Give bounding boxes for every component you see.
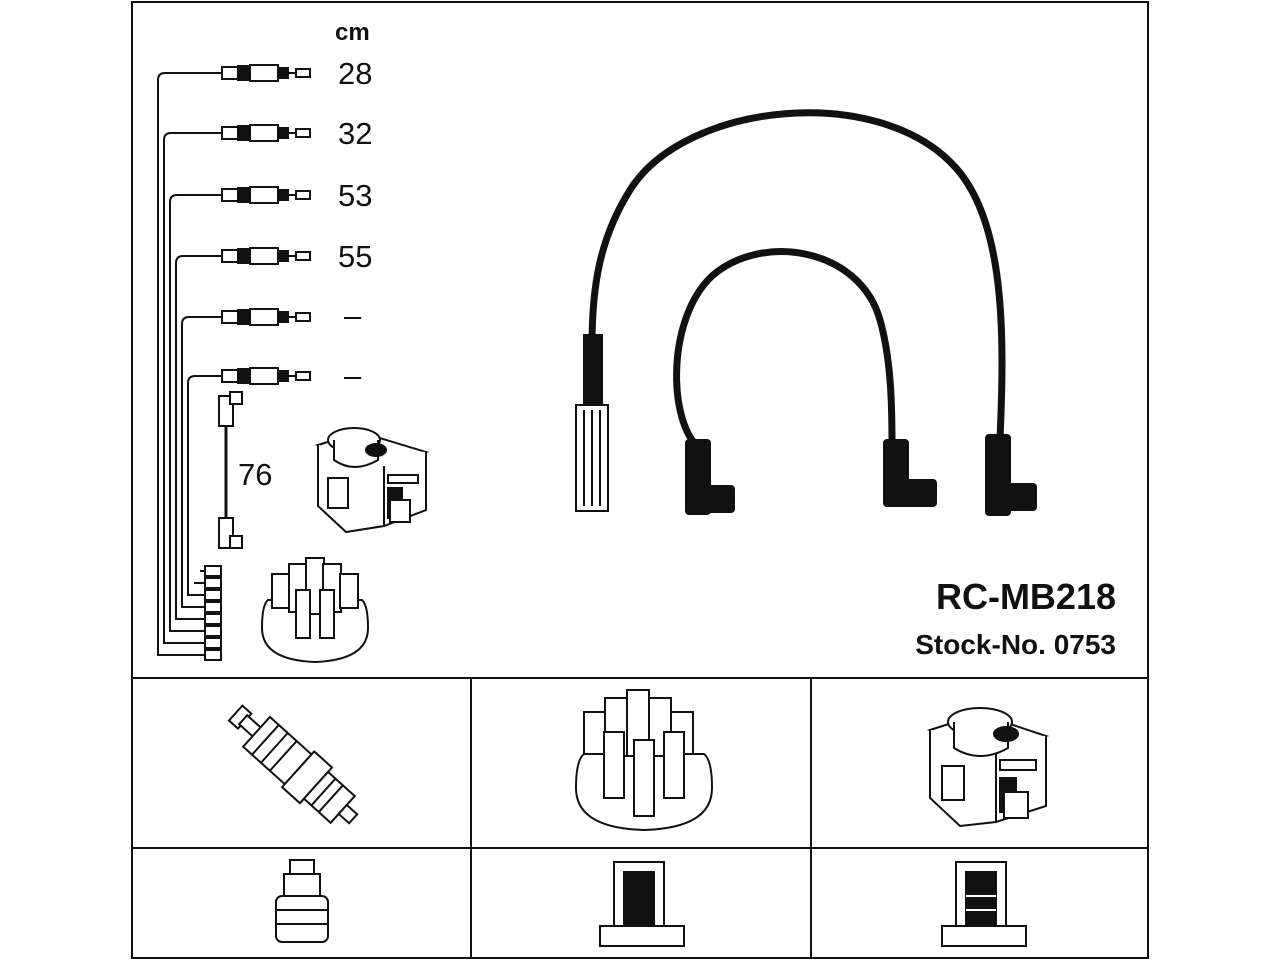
product-code: RC-MB218: [936, 576, 1116, 617]
lead-connectors: [221, 64, 311, 385]
coil-connector-icon: [941, 861, 1027, 947]
unit-label: cm: [335, 19, 370, 46]
lead-connector-4: [221, 247, 311, 265]
angled-boot-2-icon: [883, 439, 937, 507]
lead-connector-6: [221, 367, 311, 385]
stock-number: Stock-No. 0753: [915, 629, 1116, 660]
distributor-cap-icon: [260, 557, 370, 664]
lead-length-2: 32: [338, 116, 372, 151]
frame: [131, 1, 1149, 959]
distributor-connector-icon: [599, 861, 685, 947]
angled-boot-3-icon: [985, 434, 1037, 516]
lead-length-4: 55: [338, 239, 372, 274]
spark-plug-boot-icon: [575, 334, 609, 512]
lead-length-3: 53: [338, 178, 372, 213]
distributor-terminals: [204, 565, 222, 661]
lead-connector-3: [221, 186, 311, 204]
lead-connector-5: [221, 308, 311, 326]
distributor-cap-large-icon: [574, 689, 714, 832]
spark-plug-icon: [227, 704, 359, 825]
lead-bundle: [157, 72, 222, 656]
coil-lead: [218, 391, 243, 549]
coil-lead-length: 76: [238, 457, 272, 492]
lead-connector-2: [221, 124, 311, 142]
ignition-coil-icon: [314, 427, 430, 534]
ignition-lead-illustration: [575, 109, 1037, 516]
lead-length-1: 28: [338, 56, 372, 91]
angled-boot-1-icon: [685, 439, 735, 515]
lead-length-5: –: [344, 298, 362, 333]
ignition-coil-large-icon: [926, 707, 1050, 828]
lead-length-6: –: [344, 358, 362, 393]
lead-connector-1: [221, 64, 311, 82]
spark-plug-connector-icon: [275, 859, 329, 943]
